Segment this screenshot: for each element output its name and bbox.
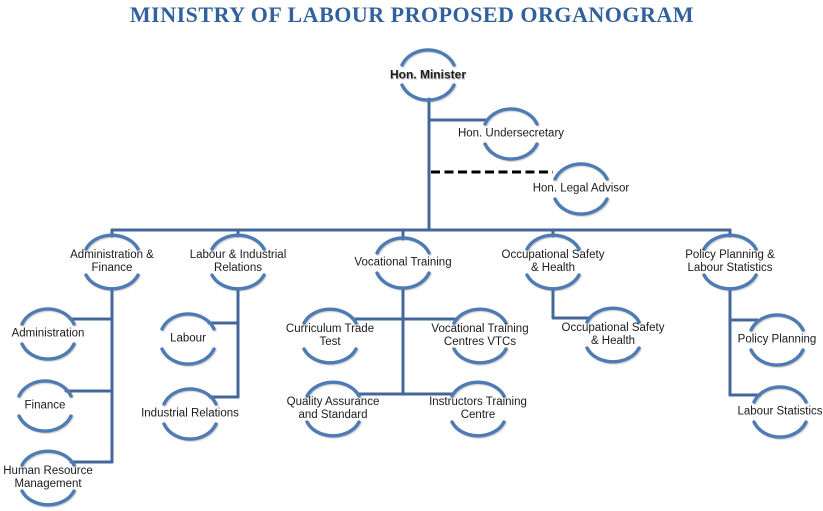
node-arc <box>302 307 358 325</box>
org-node-vocational-training-centres: Vocational Training Centres VTCs <box>431 323 529 348</box>
node-arc <box>749 313 805 332</box>
org-node-occupational-safety-health: Occupational Safety & Health <box>501 249 605 274</box>
node-arc <box>375 271 431 290</box>
node-arc <box>305 420 361 438</box>
org-node-policy-planning-labour-statistics: Policy Planning & Labour Statistics <box>685 249 775 274</box>
node-arc <box>749 348 805 367</box>
org-node-labour: Labour <box>170 332 206 345</box>
node-arc <box>84 233 140 251</box>
node-arc <box>400 48 456 67</box>
node-arc <box>162 422 218 441</box>
node-arc <box>162 387 218 406</box>
node-arc <box>305 380 361 398</box>
node-arc <box>553 197 609 216</box>
node-arc <box>210 233 266 251</box>
node-arc <box>450 380 506 398</box>
node-arc <box>702 273 758 291</box>
node-arc <box>20 307 76 326</box>
org-node-human-resource-management: Human Resource Management <box>3 465 93 490</box>
node-arc <box>160 347 216 366</box>
node-arc <box>160 312 216 331</box>
node-arc <box>20 489 76 507</box>
node-arc <box>585 306 641 324</box>
node-arc <box>553 162 609 181</box>
node-arc <box>452 347 508 365</box>
org-node-hon-legal-advisor: Hon. Legal Advisor <box>532 182 630 195</box>
org-node-labour-statistics: Labour Statistics <box>737 405 823 418</box>
org-node-administration: Administration <box>11 327 85 340</box>
org-node-instructors-training-centre: Instructors Training Centre <box>429 396 527 421</box>
node-arc <box>585 346 641 364</box>
org-node-curriculum-trade-test: Curriculum Trade Test <box>285 323 375 348</box>
node-arc <box>752 420 808 439</box>
node-arc <box>483 107 539 126</box>
node-arc <box>17 379 73 398</box>
org-node-hon-minister: Hon. Minister <box>389 67 466 82</box>
org-node-vocational-training: Vocational Training <box>354 256 452 269</box>
node-arc <box>525 273 581 291</box>
org-node-hon-undersecretary: Hon. Undersecretary <box>457 127 565 140</box>
node-arc <box>20 342 76 361</box>
page-title: MINISTRY OF LABOUR PROPOSED ORGANOGRAM <box>129 2 695 27</box>
connector-lines <box>64 97 762 464</box>
org-node-policy-planning: Policy Planning <box>737 333 817 346</box>
org-node-occupational-safety-health-unit: Occupational Safety & Health <box>561 322 665 347</box>
node-arc <box>17 414 73 433</box>
node-arc <box>400 83 456 102</box>
node-arc <box>20 449 76 467</box>
connector-osh-unit <box>551 288 592 320</box>
node-arc <box>84 273 140 291</box>
node-arc <box>452 307 508 325</box>
node-arc <box>450 420 506 438</box>
node-arc <box>302 347 358 365</box>
org-node-industrial-relations: Industrial Relations <box>141 407 239 420</box>
node-arcs <box>17 48 808 507</box>
node-arc <box>752 385 808 404</box>
node-arc <box>702 233 758 251</box>
org-node-labour-industrial-relations: Labour & Industrial Relations <box>189 249 287 274</box>
node-arc <box>525 233 581 251</box>
org-node-administration-finance: Administration & Finance <box>70 249 154 274</box>
node-arc <box>483 142 539 161</box>
node-arc <box>210 273 266 291</box>
org-node-finance: Finance <box>24 399 66 412</box>
node-arc <box>375 236 431 255</box>
org-node-quality-assurance-standard: Quality Assurance and Standard <box>286 396 380 421</box>
